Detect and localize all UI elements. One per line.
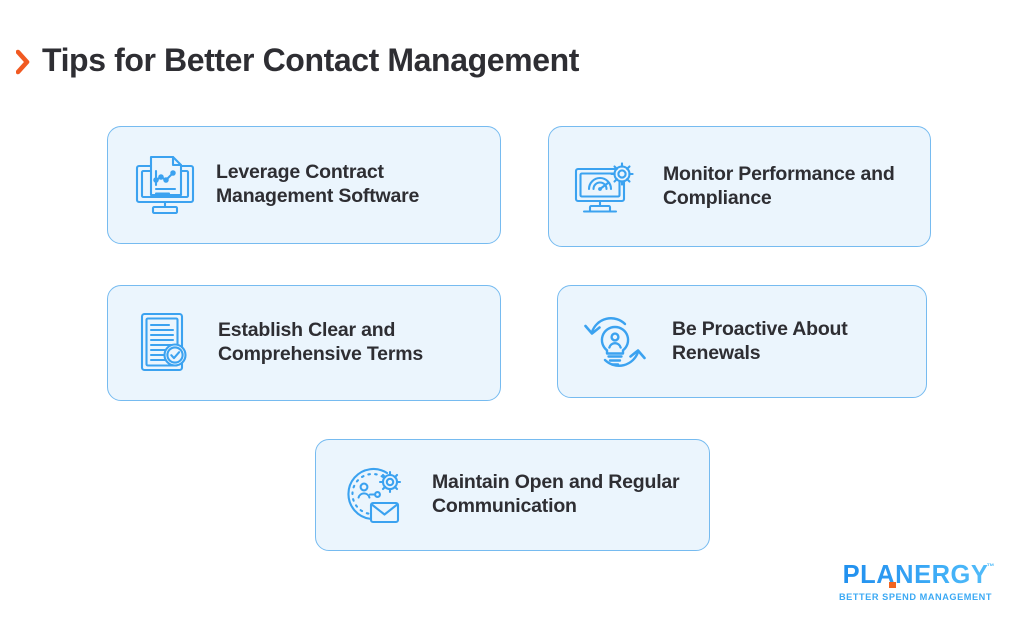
tip-card-label: Leverage Contract Management Software	[216, 161, 420, 207]
tip-card-label: Establish Clear and Comprehensive Terms	[218, 319, 423, 365]
monitor-document-chart-icon	[126, 146, 204, 224]
logo-wordmark-text: PLANERGY	[842, 561, 989, 589]
logo-tagline: BETTER SPEND MANAGEMENT	[838, 591, 993, 602]
tip-card-label: Monitor Performance and Compliance	[663, 162, 895, 209]
monitor-gauge-gear-icon	[567, 148, 645, 226]
clock-gear-envelope-icon	[334, 456, 412, 534]
logo-trademark-symbol: ™	[986, 562, 995, 571]
tip-card-be-proactive-about-renewals[interactable]: Be Proactive About Renewals	[557, 285, 927, 398]
lightbulb-refresh-icon	[576, 303, 654, 381]
tip-card-establish-clear-and-comprehensive-terms[interactable]: Establish Clear and Comprehensive Terms	[107, 285, 501, 401]
tip-card-maintain-open-and-regular-communication[interactable]: Maintain Open and Regular Communication	[315, 439, 710, 551]
planergy-logo: PLANERGY ™ BETTER SPEND MANAGEMENT	[838, 561, 995, 602]
page-title: Tips for Better Contact Management	[42, 42, 579, 78]
tip-card-leverage-contract-management-software[interactable]: Leverage Contract Management Software	[107, 126, 501, 244]
tip-card-label: Be Proactive About Renewals	[672, 317, 848, 364]
logo-wordmark: PLANERGY ™	[838, 561, 995, 589]
chevron-right-icon	[16, 49, 30, 74]
document-check-icon	[126, 304, 204, 382]
tip-card-label: Maintain Open and Regular Communication	[432, 471, 680, 517]
logo-accent-mark	[889, 581, 896, 588]
page-header: Tips for Better Contact Management	[16, 44, 579, 76]
tip-card-monitor-performance-and-compliance[interactable]: Monitor Performance and Compliance	[548, 126, 931, 247]
